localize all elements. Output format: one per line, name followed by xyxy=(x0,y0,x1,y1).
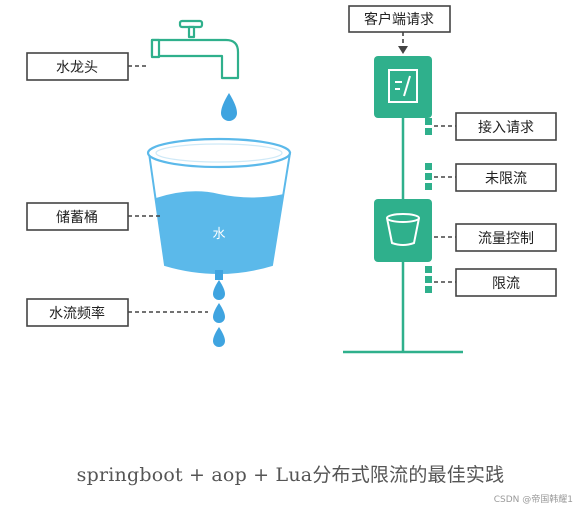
faucet-label-box: 水龙头 xyxy=(26,52,129,81)
accept-request-box: 接入请求 xyxy=(455,112,557,141)
limited-box: 限流 xyxy=(455,268,557,297)
client-request-label: 客户端请求 xyxy=(364,11,434,28)
water-drop-icon xyxy=(213,327,225,347)
gateway-icon xyxy=(374,56,432,118)
rate-label: 水流频率 xyxy=(49,305,105,322)
rate-label-box: 水流频率 xyxy=(26,298,129,327)
faucet-label: 水龙头 xyxy=(56,60,98,76)
flow-control-box: 流量控制 xyxy=(455,223,557,252)
bucket-label: 储蓄桶 xyxy=(56,210,98,226)
flow-control-icon xyxy=(374,199,432,262)
client-request-box: 客户端请求 xyxy=(348,5,451,33)
watermark: CSDN @帝国韩耀1 xyxy=(493,495,573,505)
water-drop-icon xyxy=(213,280,225,300)
side-markers xyxy=(425,118,432,293)
water-label: 水 xyxy=(212,227,225,242)
not-limited-box: 未限流 xyxy=(455,163,557,192)
faucet-icon xyxy=(150,19,240,80)
water-drop-icon xyxy=(221,93,237,121)
falling-drops xyxy=(213,280,225,347)
figure-caption: springboot + aop + Lua分布式限流的最佳实践 xyxy=(76,464,505,486)
bucket-icon xyxy=(146,137,292,280)
water-drop-icon xyxy=(213,303,225,323)
not-limited-label: 未限流 xyxy=(485,171,527,187)
accept-request-label: 接入请求 xyxy=(478,119,534,136)
bucket-label-box: 储蓄桶 xyxy=(26,202,129,231)
flow-control-label: 流量控制 xyxy=(478,231,534,247)
limited-label: 限流 xyxy=(492,276,520,292)
arrow-down-icon xyxy=(398,46,408,54)
